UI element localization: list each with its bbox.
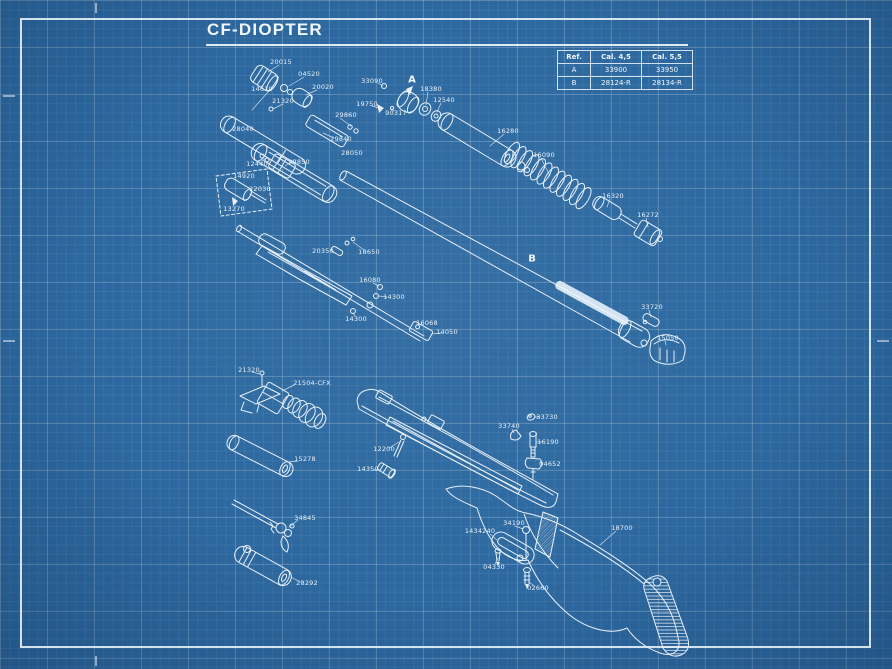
part-label-12440: 12440 — [246, 160, 268, 168]
part-label-14300: 14300 — [345, 315, 367, 323]
part-forearm-group — [357, 389, 558, 507]
part-label-16080: 16080 — [359, 276, 381, 284]
part-label-16190: 16190 — [537, 438, 559, 446]
part-label-28040: 28040 — [232, 125, 254, 133]
part-label-14300: 14300 — [383, 293, 405, 301]
part-stock-hardware-group — [376, 413, 542, 479]
part-diopter-sight-group — [240, 371, 328, 430]
leader-lines — [234, 65, 666, 586]
caliber-table-row-b: B 28124-R 28134-R — [557, 76, 693, 90]
part-label-34845: 34845 — [294, 514, 316, 522]
part-label-29860: 29860 — [335, 111, 357, 119]
part-label-28050: 28050 — [341, 149, 363, 157]
part-label-33090: 33090 — [361, 77, 383, 85]
part-label-15050: 15050 — [657, 334, 679, 342]
part-label-15278: 15278 — [294, 455, 316, 463]
part-label-21320: 21320 — [238, 366, 260, 374]
part-trigger-guard-group — [489, 527, 538, 589]
part-plate-29840 — [305, 114, 358, 148]
part-tube-15278 — [225, 433, 296, 479]
part-label-14050: 14050 — [436, 328, 458, 336]
part-label-29850: 29850 — [288, 158, 310, 166]
part-trigger-group — [232, 500, 294, 552]
part-label-20020: 20020 — [312, 83, 334, 91]
caliber-table: Ref. Cal. 4,5 Cal. 5,5 A 33900 33950 B 2… — [557, 50, 693, 90]
part-tube-28050 — [248, 141, 340, 206]
part-label-02660: 02660 — [527, 584, 549, 592]
part-label-20015: 20015 — [270, 58, 292, 66]
ref-b-cal55: 28134-R — [641, 76, 693, 90]
part-label-34190: 34190 — [503, 519, 525, 527]
page-title: CF-DIOPTER — [207, 20, 323, 39]
part-label-18380: 18380 — [420, 85, 442, 93]
part-label-04652: 04652 — [539, 460, 561, 468]
part-buttstock-group — [446, 486, 689, 656]
part-spring-guide-group — [591, 194, 663, 247]
part-label-33740: 33740 — [498, 422, 520, 430]
part-barrel-group — [338, 170, 685, 364]
part-mainspring-16090 — [502, 140, 594, 211]
part-label-16280: 16280 — [497, 127, 519, 135]
part-label-90317: 90317 — [385, 109, 407, 117]
ref-marker-A: A — [408, 74, 416, 86]
part-label-22030: 22030 — [249, 185, 271, 193]
part-label-14350: 14350 — [357, 465, 379, 473]
part-piston-head-group — [377, 84, 443, 124]
part-label-29840: 29840 — [330, 135, 352, 143]
part-front-cap-group — [249, 63, 314, 109]
part-label-04520: 04520 — [298, 70, 320, 78]
part-label-12200: 12200 — [373, 445, 395, 453]
part-label-33730: 33730 — [536, 413, 558, 421]
part-label-14610: 14610 — [251, 85, 273, 93]
part-label-33720: 33720 — [641, 303, 663, 311]
part-label-18650: 18650 — [358, 248, 380, 256]
part-label-21320: 21320 — [272, 97, 294, 105]
caliber-table-row-a: A 33900 33950 — [557, 63, 693, 77]
part-label-16090: 16090 — [533, 151, 555, 159]
part-handle-28292 — [232, 544, 294, 589]
part-label-19750: 19750 — [356, 100, 378, 108]
part-label-16068: 16068 — [416, 319, 438, 327]
part-cocking-arm-group — [236, 224, 434, 341]
part-label-28292: 28292 — [296, 579, 318, 587]
ref-marker-B: B — [528, 253, 536, 265]
part-label-12540: 12540 — [433, 96, 455, 104]
part-label-14920: 14920 — [233, 172, 255, 180]
part-label-16272: 16272 — [637, 211, 659, 219]
title-underline — [206, 44, 688, 46]
part-kit-box-group — [216, 169, 272, 216]
part-label-20350: 20350 — [312, 247, 334, 255]
part-label-16320: 16320 — [602, 192, 624, 200]
part-label-04330: 04330 — [483, 563, 505, 571]
margin-ticks — [3, 3, 889, 666]
part-label-1434240: 1434240 — [464, 527, 496, 535]
part-label-13270: 13270 — [223, 205, 245, 213]
blueprint-frame — [20, 18, 871, 648]
part-label-18700: 18700 — [611, 524, 633, 532]
part-label-21504-CFX: 21504-CFX — [293, 379, 331, 387]
